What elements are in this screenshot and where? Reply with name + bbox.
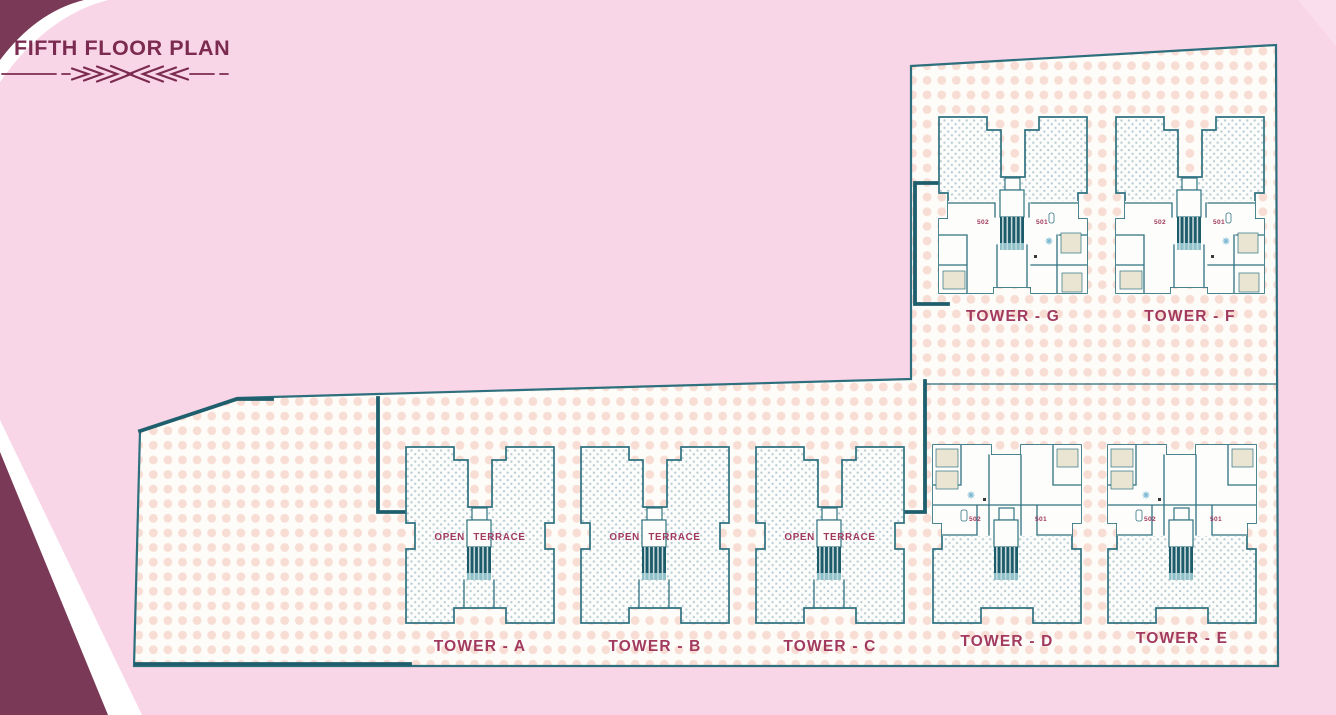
tower-a: OPEN TERRACE TOWER - A bbox=[405, 446, 555, 655]
tower-b: OPEN TERRACE TOWER - B bbox=[580, 446, 730, 655]
boundary-divider bbox=[904, 379, 927, 514]
tower-e-label: TOWER - E bbox=[1136, 630, 1228, 647]
tower-c: OPEN TERRACE TOWER - C bbox=[755, 446, 905, 655]
tower-g: 502 501 TOWER - G bbox=[938, 116, 1088, 325]
tower-a-label: TOWER - A bbox=[434, 638, 527, 655]
corner-wedge-top-left bbox=[0, 0, 84, 60]
arrow-divider-icon bbox=[1, 64, 229, 84]
tower-d: 502 501 TOWER - D bbox=[932, 444, 1082, 650]
corner-accent-top-right bbox=[1298, 0, 1336, 46]
unit-label: 502 bbox=[969, 516, 981, 523]
tower-d-label: TOWER - D bbox=[960, 633, 1053, 650]
open-terrace-label: OPEN TERRACE bbox=[434, 532, 525, 543]
unit-label: 502 bbox=[1144, 516, 1156, 523]
boundary-spur bbox=[376, 396, 408, 514]
site-boundary bbox=[132, 43, 1280, 668]
open-terrace-label: OPEN TERRACE bbox=[784, 532, 875, 543]
unit-label: 501 bbox=[1036, 219, 1048, 226]
page-title: FIFTH FLOOR PLAN bbox=[14, 36, 230, 60]
unit-label: 502 bbox=[1154, 219, 1166, 226]
unit-label: 501 bbox=[1035, 516, 1047, 523]
tower-e: 502 501 TOWER - E bbox=[1107, 444, 1257, 647]
unit-label: 501 bbox=[1210, 516, 1222, 523]
open-terrace-label: OPEN TERRACE bbox=[609, 532, 700, 543]
tower-b-label: TOWER - B bbox=[608, 638, 701, 655]
page-header: FIFTH FLOOR PLAN bbox=[1, 36, 230, 84]
tower-f: 502 501 TOWER - F bbox=[1115, 116, 1265, 325]
unit-label: 502 bbox=[977, 219, 989, 226]
tower-g-label: TOWER - G bbox=[966, 308, 1060, 325]
boundary-northwest bbox=[137, 397, 274, 434]
corner-wedge-bottom-left bbox=[0, 452, 108, 715]
unit-label: 501 bbox=[1213, 219, 1225, 226]
tower-c-label: TOWER - C bbox=[783, 638, 876, 655]
boundary-west-wall bbox=[913, 181, 950, 306]
tower-f-label: TOWER - F bbox=[1144, 308, 1235, 325]
corner-stripe-bottom-left bbox=[0, 420, 142, 715]
